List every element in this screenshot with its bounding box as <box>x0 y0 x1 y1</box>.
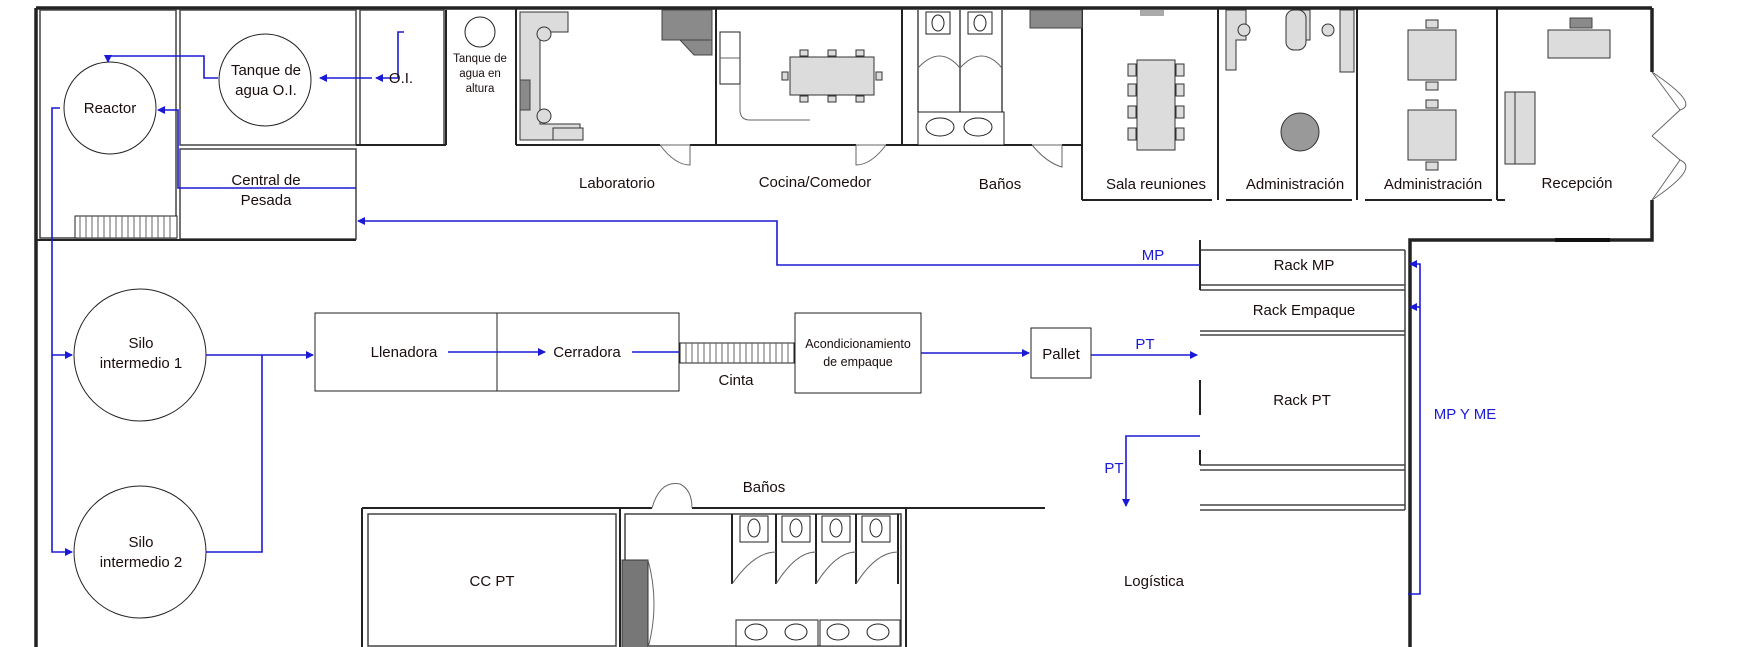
oi-label: O.I. <box>389 70 413 87</box>
silo-2 <box>73 485 207 619</box>
weighing-label-2: Pesada <box>241 192 293 209</box>
silo-2-label-1: Silo <box>128 534 153 551</box>
packaging-label-1: Acondicionamiento <box>805 337 911 351</box>
kitchen-furniture <box>719 31 883 121</box>
packaging-label-2: de empaque <box>823 355 893 369</box>
bathroom-top-label: Baños <box>979 176 1022 193</box>
capper-label: Cerradora <box>553 344 621 361</box>
elevated-tank-label-2: agua en <box>459 68 501 80</box>
flow-mp-label: MP <box>1142 247 1165 264</box>
flow-pt-down-label: PT <box>1104 460 1123 477</box>
kitchen-label: Cocina/Comedor <box>759 174 872 191</box>
pallet-label: Pallet <box>1042 346 1080 363</box>
bottom-walls <box>361 483 1045 647</box>
lab-label: Laboratorio <box>579 175 655 192</box>
filler-label: Llenadora <box>371 344 438 361</box>
conveyor-belt <box>679 342 795 364</box>
flow-pt-right-label: PT <box>1135 336 1154 353</box>
meeting-room-furniture <box>1127 10 1185 151</box>
office-walls <box>515 8 1505 201</box>
reactor-label: Reactor <box>84 100 137 117</box>
flow-arrows <box>51 31 1421 595</box>
stairs <box>74 215 178 239</box>
admin-2-furniture <box>1407 19 1457 171</box>
entrance-door <box>1651 71 1687 201</box>
bathroom-bottom-fixtures <box>731 514 901 647</box>
admin-1-label: Administración <box>1246 176 1344 193</box>
oi-tank-label-1: Tanque de <box>231 62 301 79</box>
elevated-tank-label-3: altura <box>466 83 495 95</box>
oi-water-tank <box>218 33 312 127</box>
oi-tank-label-2: agua O.I. <box>235 82 297 99</box>
conveyor-label: Cinta <box>718 372 754 389</box>
rack-empaque-label: Rack Empaque <box>1253 302 1356 319</box>
logistics-label: Logística <box>1124 573 1185 590</box>
silo-1-label-2: intermedio 1 <box>100 355 183 372</box>
flow-mp-me-label: MP Y ME <box>1434 406 1497 423</box>
rack-pt-label: Rack PT <box>1273 392 1331 409</box>
threshold <box>1555 238 1610 242</box>
door-swings-top <box>659 144 1063 168</box>
silo-2-label-2: intermedio 2 <box>100 554 183 571</box>
rack-walls <box>1199 240 1406 511</box>
admin-1-furniture <box>1225 9 1355 152</box>
reception-label: Recepción <box>1542 175 1613 192</box>
bathroom-top-fixtures <box>917 9 1083 146</box>
pallet-area <box>1030 327 1092 379</box>
elevated-tank-label-1: Tanque de <box>453 53 507 65</box>
bathroom-bottom-label: Baños <box>743 479 786 496</box>
reception-furniture <box>1504 17 1611 165</box>
elevated-water-tank <box>464 16 496 48</box>
cc-pt-label: CC PT <box>470 573 515 590</box>
outer-walls <box>34 6 1654 647</box>
meeting-room-label: Sala reuniones <box>1106 176 1206 193</box>
lab-furniture <box>519 9 713 141</box>
packaging-station <box>794 312 922 394</box>
admin-2-label: Administración <box>1384 176 1482 193</box>
silo-1-label-1: Silo <box>128 335 153 352</box>
rack-mp-label: Rack MP <box>1274 257 1335 274</box>
weighing-label-1: Central de <box>231 172 300 189</box>
